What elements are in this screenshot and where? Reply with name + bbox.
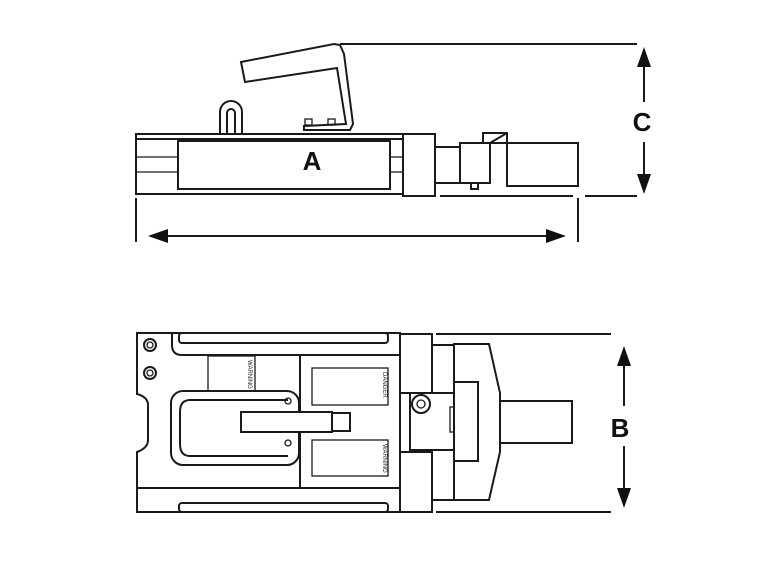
end-ribs (136, 156, 403, 173)
eye-bolt (219, 100, 243, 135)
collar-block (402, 133, 436, 197)
arrow-up-icon (637, 47, 651, 67)
dimension-a (135, 198, 579, 243)
arrow-down-icon (637, 174, 651, 194)
arrow-up-icon (617, 346, 631, 366)
arrow-right-icon (546, 229, 566, 243)
key-slot (449, 406, 455, 433)
dimension-b: B (436, 333, 631, 513)
slide-bar-tip (331, 412, 351, 432)
output-shaft (499, 400, 573, 444)
coupler (459, 142, 491, 184)
dimension-a-label: A (303, 146, 322, 176)
danger-decal: DANGER (381, 372, 387, 398)
mounting-hole (143, 366, 157, 380)
top-rail (178, 332, 389, 344)
coupler-cap (482, 132, 508, 144)
lever-bolt (327, 118, 336, 126)
danger-plate (311, 367, 389, 406)
coupler-plate (453, 381, 479, 462)
side-view: A C (135, 42, 652, 243)
adapter-block (409, 392, 455, 451)
collar-block-lower (399, 451, 433, 513)
warning-decal-2: WARNING (381, 444, 387, 473)
dimension-c-label: C (633, 107, 652, 137)
arrow-left-icon (148, 229, 168, 243)
arrow-down-icon (617, 488, 631, 508)
set-screw (411, 394, 431, 414)
warning-plate (311, 439, 389, 477)
shaft (434, 146, 461, 184)
output-tube (506, 142, 579, 187)
handle-lever (239, 42, 355, 131)
top-view: WARNING DANGER WARNING B (136, 332, 631, 513)
lever-bolt (304, 118, 313, 126)
mounting-hole (143, 338, 157, 352)
warning-decal-1: WARNING (246, 360, 252, 389)
dimension-c: C (340, 43, 652, 197)
body-panel (177, 140, 391, 190)
collar-block-upper (399, 333, 433, 394)
bottom-rail (178, 502, 389, 513)
dimension-b-label: B (611, 413, 630, 443)
slide-bar (240, 411, 333, 433)
